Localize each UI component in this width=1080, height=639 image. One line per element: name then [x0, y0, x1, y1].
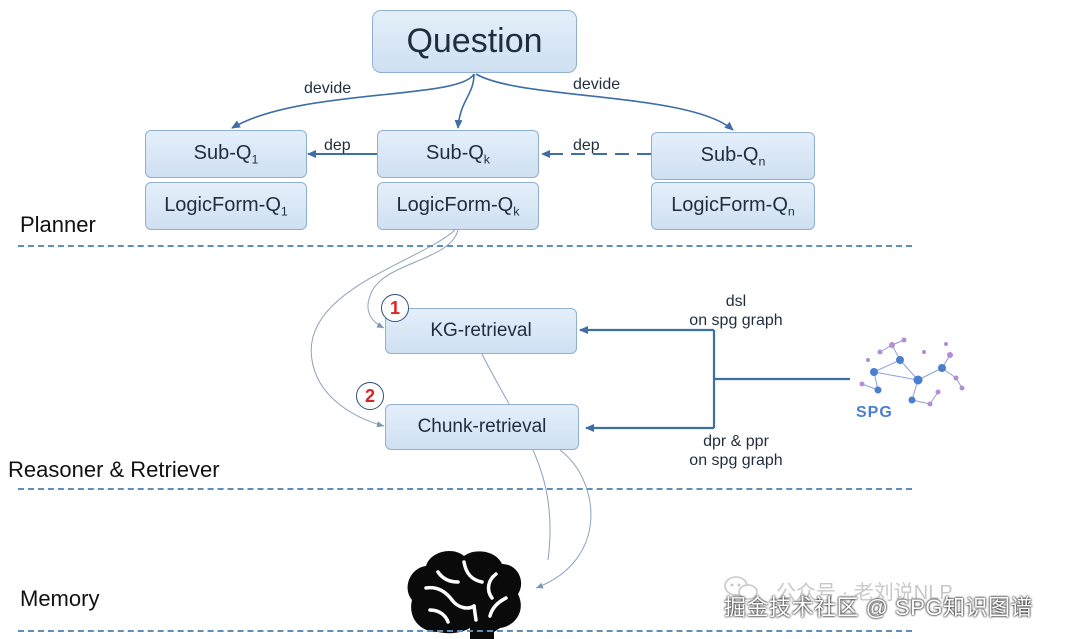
subq-n-box: Sub-Qn [651, 132, 815, 180]
subq-n-label: Sub-Qn [700, 143, 766, 169]
kg-to-memory-curve [481, 353, 551, 561]
separator-reasoner [18, 488, 912, 490]
spg-graph-icon [859, 337, 965, 407]
devide-arrow-right [475, 73, 734, 131]
separator-memory [18, 630, 912, 632]
step-badge-1: 1 [381, 294, 409, 322]
devide-label-right: devide [573, 76, 621, 93]
dsl-label: dsl on spg graph [672, 292, 800, 330]
layer-label-memory: Memory [20, 586, 100, 611]
logicform-to-kg-curve [367, 229, 459, 329]
question-box: Question [372, 10, 577, 73]
dpr-label-line1: dpr & ppr [703, 433, 769, 450]
subq-k-label: Sub-Qk [425, 141, 490, 167]
question-label: Question [406, 22, 543, 60]
site-watermark: 掘金技术社区 @ SPG知识图谱 [724, 595, 1034, 620]
dpr-label-line2: on spg graph [689, 452, 783, 469]
chunk-retrieval-box: Chunk-retrieval [385, 404, 579, 450]
kg-retrieval-label: KG-retrieval [430, 320, 532, 341]
spg-logo-text: SPG [856, 404, 893, 421]
separator-planner [18, 245, 912, 247]
logicform-1-box: LogicForm-Q1 [145, 182, 307, 230]
logicform-1-label: LogicForm-Q1 [164, 193, 288, 219]
kg-retrieval-box: KG-retrieval [385, 308, 577, 354]
layer-label-reasoner: Reasoner & Retriever [8, 457, 220, 482]
layer-label-planner: Planner [20, 212, 96, 237]
subq-k-box: Sub-Qk [377, 130, 539, 178]
dep-label-left: dep [324, 137, 351, 154]
chunk-to-memory-curve [535, 449, 592, 589]
step-badge-2: 2 [356, 382, 384, 410]
logicform-n-label: LogicForm-Qn [671, 193, 795, 219]
dsl-label-line2: on spg graph [689, 312, 783, 329]
logicform-k-label: LogicForm-Qk [396, 193, 520, 219]
dsl-label-line1: dsl [725, 293, 747, 310]
logicform-k-box: LogicForm-Qk [377, 182, 539, 230]
logicform-n-box: LogicForm-Qn [651, 182, 815, 230]
chunk-retrieval-label: Chunk-retrieval [417, 416, 547, 437]
devide-label-left: devide [304, 80, 352, 97]
dep-label-right: dep [573, 137, 600, 154]
devide-arrow-left [231, 73, 475, 129]
devide-arrow-middle [454, 73, 475, 129]
wechat-watermark: 公众号 · 老刘说NLP [776, 582, 953, 604]
brain-icon [407, 551, 522, 639]
logicform-to-chunk-curve [310, 229, 456, 428]
subq-1-label: Sub-Q1 [193, 141, 259, 167]
wechat-icon [724, 576, 758, 600]
dpr-label: dpr & ppr on spg graph [672, 432, 800, 470]
subq-1-box: Sub-Q1 [145, 130, 307, 178]
